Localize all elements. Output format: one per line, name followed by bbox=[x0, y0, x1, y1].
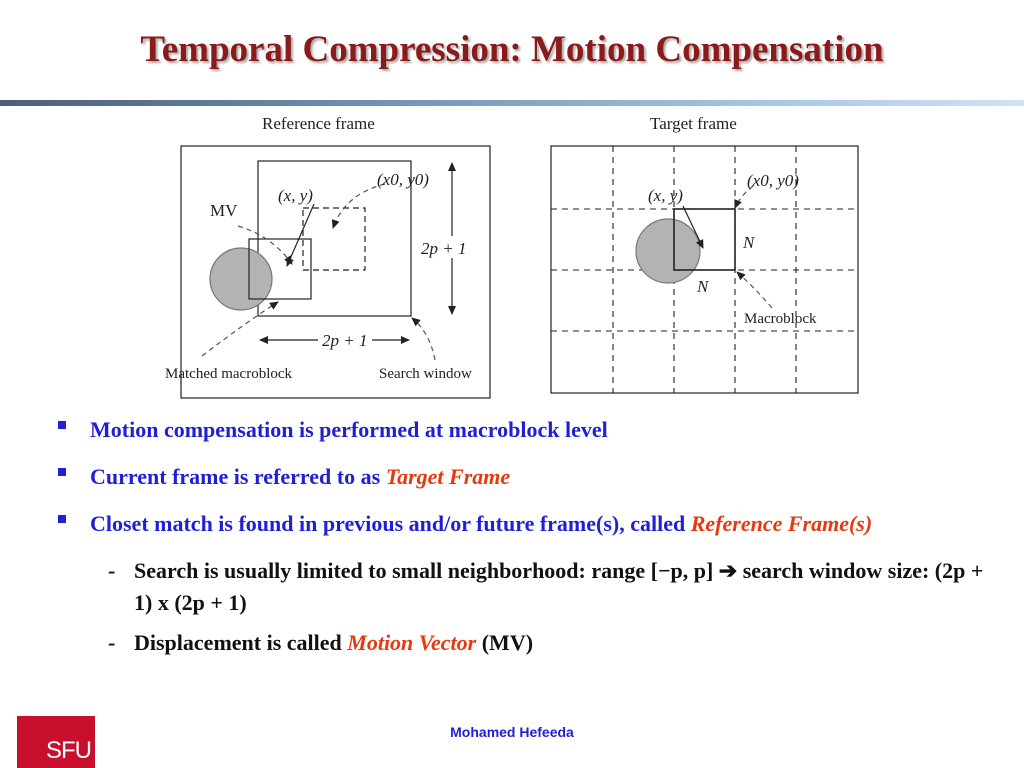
bullet-item: Current frame is referred to as Target F… bbox=[58, 461, 998, 493]
bullet-highlight: Target Frame bbox=[385, 464, 511, 489]
target-frame-diagram: Target frame (x, y) (x0, y0) N N Macrobl… bbox=[550, 114, 859, 394]
bullet-item: Closet match is found in previous and/or… bbox=[58, 508, 998, 540]
macroblock-label: Macroblock bbox=[744, 311, 817, 327]
x0y0-label: (x0, y0) bbox=[747, 171, 799, 190]
xy-pointer bbox=[286, 203, 315, 267]
horizontal-dimension-label: 2p + 1 bbox=[322, 331, 367, 350]
xy-label: (x, y) bbox=[648, 186, 683, 205]
search-window-label: Search window bbox=[379, 366, 472, 382]
matched-macroblock-label: Matched macroblock bbox=[165, 366, 293, 382]
object-circle bbox=[209, 247, 273, 311]
sub-bullet-highlight: Motion Vector bbox=[347, 630, 477, 655]
bullet-list: Motion compensation is performed at macr… bbox=[58, 414, 998, 667]
sub-bullet-item: - Displacement is called Motion Vector (… bbox=[58, 627, 998, 659]
logo-text: SFU bbox=[46, 737, 92, 764]
n-side-label: N bbox=[742, 233, 756, 252]
bullet-text: Closet match is found in previous and/or… bbox=[90, 511, 691, 536]
vertical-dimension-label: 2p + 1 bbox=[421, 239, 466, 258]
title-divider bbox=[0, 100, 1024, 106]
sub-bullet-text: Displacement is called bbox=[134, 630, 348, 655]
matched-macroblock-pointer bbox=[201, 301, 279, 357]
x0y0-pointer bbox=[734, 185, 754, 209]
bullet-text: Motion compensation is performed at macr… bbox=[90, 417, 608, 442]
mv-label: MV bbox=[210, 201, 238, 220]
slide-title: Temporal Compression: Motion Compensatio… bbox=[140, 29, 884, 70]
target-position-box bbox=[302, 207, 366, 271]
dash-icon: - bbox=[108, 558, 116, 583]
footer-author: Mohamed Hefeeda bbox=[450, 724, 574, 740]
bullet-square-icon bbox=[58, 515, 66, 523]
current-macroblock-box bbox=[673, 208, 736, 271]
bullet-item: Motion compensation is performed at macr… bbox=[58, 414, 998, 446]
object-circle bbox=[635, 218, 701, 284]
search-window-pointer bbox=[411, 317, 436, 361]
n-bottom-label: N bbox=[696, 277, 710, 296]
target-frame-caption: Target frame bbox=[650, 114, 737, 133]
bullet-square-icon bbox=[58, 421, 66, 429]
bullet-text: Current frame is referred to as bbox=[90, 464, 386, 489]
macroblock-pointer bbox=[736, 271, 773, 309]
reference-frame-border bbox=[180, 145, 491, 399]
x0y0-label: (x0, y0) bbox=[377, 170, 429, 189]
reference-frame-diagram: Reference frame MV (x, y) (x0, y0) 2p + … bbox=[165, 114, 491, 399]
sfu-logo: SFU bbox=[17, 716, 95, 768]
sub-bullet-item: - Search is usually limited to small nei… bbox=[58, 555, 998, 619]
reference-frame-caption: Reference frame bbox=[262, 114, 375, 133]
bullet-highlight: Reference Frame(s) bbox=[690, 511, 873, 536]
bullet-square-icon bbox=[58, 468, 66, 476]
x0y0-pointer bbox=[331, 183, 386, 229]
xy-label: (x, y) bbox=[278, 186, 313, 205]
sub-bullet-text: Search is usually limited to small neigh… bbox=[134, 558, 984, 615]
xy-pointer bbox=[682, 205, 704, 249]
sub-bullet-text-end: (MV) bbox=[476, 630, 534, 655]
matched-macroblock-box bbox=[248, 238, 312, 300]
dash-icon: - bbox=[108, 630, 116, 655]
